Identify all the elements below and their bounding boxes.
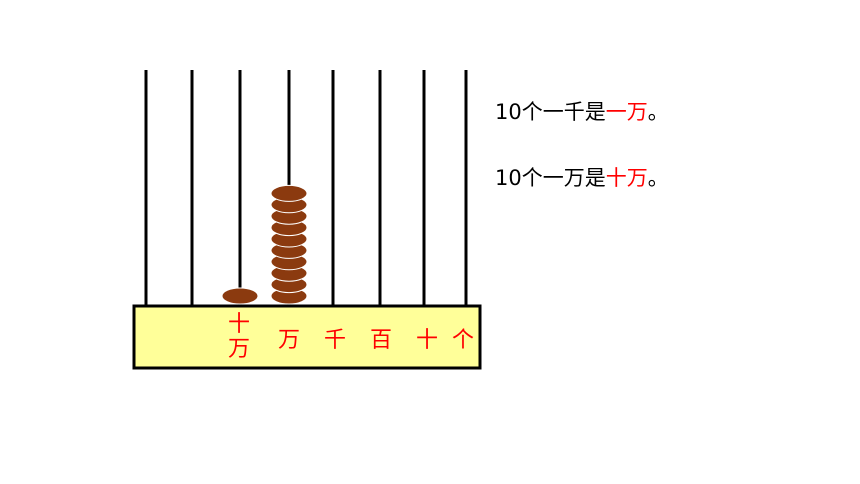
statement-2-suffix: 。 bbox=[647, 166, 669, 190]
place-label-hundred-thousand-bottom: 万 bbox=[227, 337, 250, 362]
abacus-base bbox=[132, 304, 482, 370]
place-label-hundred-thousand: 十 万 bbox=[226, 312, 252, 362]
abacus-bead-ten-thousand bbox=[270, 184, 308, 202]
abacus-rods bbox=[144, 70, 468, 306]
place-label-hundred: 百 bbox=[369, 328, 392, 353]
statement-1-highlight: 一万 bbox=[605, 100, 648, 124]
statement-1-prefix: 10个一千是 bbox=[495, 100, 606, 124]
place-label-thousand: 千 bbox=[323, 328, 346, 353]
abacus-bead-hundred-thousand bbox=[221, 287, 259, 305]
statement-hundred-thousand: 10个一万是十万。 bbox=[495, 162, 669, 192]
place-label-ten: 十 bbox=[415, 328, 438, 353]
statement-1-suffix: 。 bbox=[647, 100, 669, 124]
statement-2-prefix: 10个一万是 bbox=[495, 166, 606, 190]
place-label-one: 个 bbox=[451, 328, 474, 353]
statement-2-highlight: 十万 bbox=[605, 166, 648, 190]
place-label-ten-thousand: 万 bbox=[277, 328, 300, 353]
statement-ten-thousand: 10个一千是一万。 bbox=[495, 96, 669, 126]
place-label-hundred-thousand-top: 十 bbox=[227, 312, 250, 337]
abacus-beads bbox=[221, 184, 308, 305]
